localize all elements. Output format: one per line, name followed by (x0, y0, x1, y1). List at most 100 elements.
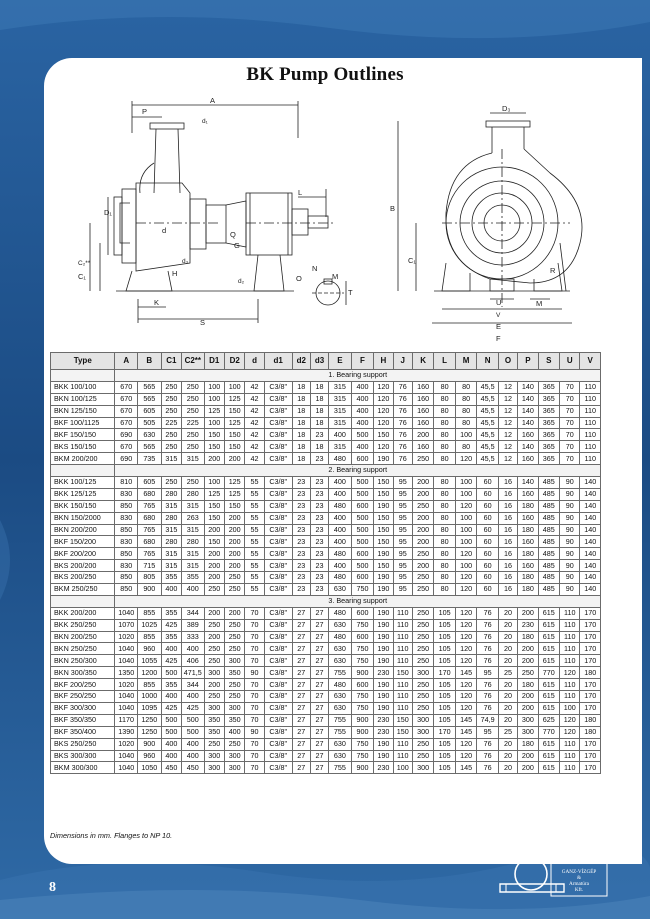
table-cell: 315 (160, 452, 183, 466)
table-cell: 250 (223, 642, 246, 656)
table-cell: 23 (291, 583, 311, 596)
table-cell: 1040 (114, 749, 138, 763)
table-cell: 365 (537, 392, 561, 406)
column-header: D2 (223, 352, 246, 370)
table-cell: 500 (350, 487, 375, 501)
table-cell: 100 (392, 761, 413, 775)
table-cell: 80 (433, 535, 456, 549)
table-cell: 400 (181, 583, 205, 596)
table-cell: 170 (579, 749, 601, 763)
table-cell: 300 (203, 761, 225, 775)
table-cell: 250 (181, 392, 205, 406)
svg-text:L: L (298, 188, 302, 197)
table-cell: 170 (579, 737, 601, 751)
table-cell: 160 (411, 440, 435, 454)
table-cell: 180 (517, 499, 539, 513)
table-cell: 680 (137, 535, 162, 549)
table-cell: 16 (497, 583, 519, 596)
table-cell: 805 (137, 571, 162, 585)
table-cell: 250 (411, 690, 435, 703)
table-cell: 170 (579, 606, 601, 620)
table-cell: 110 (392, 630, 413, 644)
table-cell: 140 (579, 535, 601, 549)
table-cell: 485 (537, 559, 561, 573)
table-cell: 145 (454, 761, 478, 775)
pump-type-cell: BKK 100/100 (49, 380, 116, 394)
table-cell: 1055 (137, 654, 162, 668)
section-row: 3. Bearing support (49, 594, 601, 608)
table-cell: 170 (579, 654, 601, 668)
svg-text:P: P (142, 107, 147, 116)
table-cell: C3/8" (263, 642, 293, 656)
table-cell: 1040 (114, 701, 138, 715)
table-cell: C3/8" (263, 606, 293, 620)
table-cell: 750 (350, 583, 375, 596)
table-cell: 250 (181, 428, 205, 442)
table-cell: 20 (497, 749, 519, 763)
column-header: D1 (203, 352, 225, 370)
table-cell: 280 (160, 511, 183, 525)
table-cell: 120 (373, 392, 394, 406)
table-cell: 170 (579, 678, 601, 692)
table-cell: 100 (559, 701, 581, 715)
table-cell: 120 (373, 404, 394, 418)
pump-type-cell: BKK 100/125 (49, 476, 116, 489)
table-cell: 630 (328, 654, 352, 668)
table-cell: 565 (137, 440, 162, 454)
table-cell: 850 (114, 571, 138, 585)
table-cell: 120 (454, 630, 478, 644)
table-cell: 485 (537, 499, 561, 513)
table-cell: 120 (559, 666, 581, 680)
table-cell: 100 (223, 380, 246, 394)
table-cell: 160 (517, 535, 539, 549)
table-cell: 60 (476, 523, 499, 537)
table-cell: 110 (392, 678, 413, 692)
table-cell: 500 (160, 666, 183, 680)
table-cell: 125 (223, 392, 246, 406)
front-view-drawing (397, 112, 583, 324)
table-cell: 1250 (137, 713, 162, 727)
table-cell: 76 (476, 642, 499, 656)
table-cell: 125 (223, 476, 246, 489)
table-cell: 16 (497, 559, 519, 573)
table-cell: 315 (328, 440, 352, 454)
table-cell: 80 (433, 523, 456, 537)
table-cell: 120 (454, 737, 478, 751)
table-cell: 110 (392, 737, 413, 751)
table-cell: 27 (309, 725, 330, 739)
table-cell: 23 (309, 428, 330, 442)
table-cell: 250 (181, 440, 205, 454)
table-cell: 90 (559, 499, 581, 513)
table-cell: 16 (497, 476, 519, 489)
table-cell: 150 (223, 428, 246, 442)
table-cell: 120 (454, 606, 478, 620)
table-cell: 145 (454, 666, 478, 680)
table-cell: 190 (373, 701, 394, 715)
table-cell: 76 (476, 618, 499, 632)
svg-text:C₁: C₁ (78, 272, 86, 281)
table-cell: 1070 (114, 618, 138, 632)
table-cell: 250 (160, 392, 183, 406)
table-cell: 140 (579, 523, 601, 537)
table-cell: 16 (497, 523, 519, 537)
table-cell: 150 (373, 487, 394, 501)
table-cell: 55 (244, 511, 265, 525)
table-cell: 200 (411, 428, 435, 442)
table-cell: 605 (137, 404, 162, 418)
table-cell: 120 (454, 642, 478, 656)
svg-text:M: M (536, 299, 542, 308)
svg-text:d₃: d₃ (182, 258, 189, 265)
table-cell: C3/8" (263, 678, 293, 692)
pump-type-cell: BKN 200/250 (49, 630, 116, 644)
table-cell: 315 (181, 452, 205, 466)
table-cell: 80 (433, 392, 456, 406)
table-cell: 76 (392, 428, 413, 442)
table-cell: 105 (433, 606, 456, 620)
table-cell: 200 (411, 523, 435, 537)
table-cell: 180 (517, 630, 539, 644)
table-cell: 333 (181, 630, 205, 644)
table-cell: C3/8" (263, 749, 293, 763)
table-cell: 18 (309, 392, 330, 406)
